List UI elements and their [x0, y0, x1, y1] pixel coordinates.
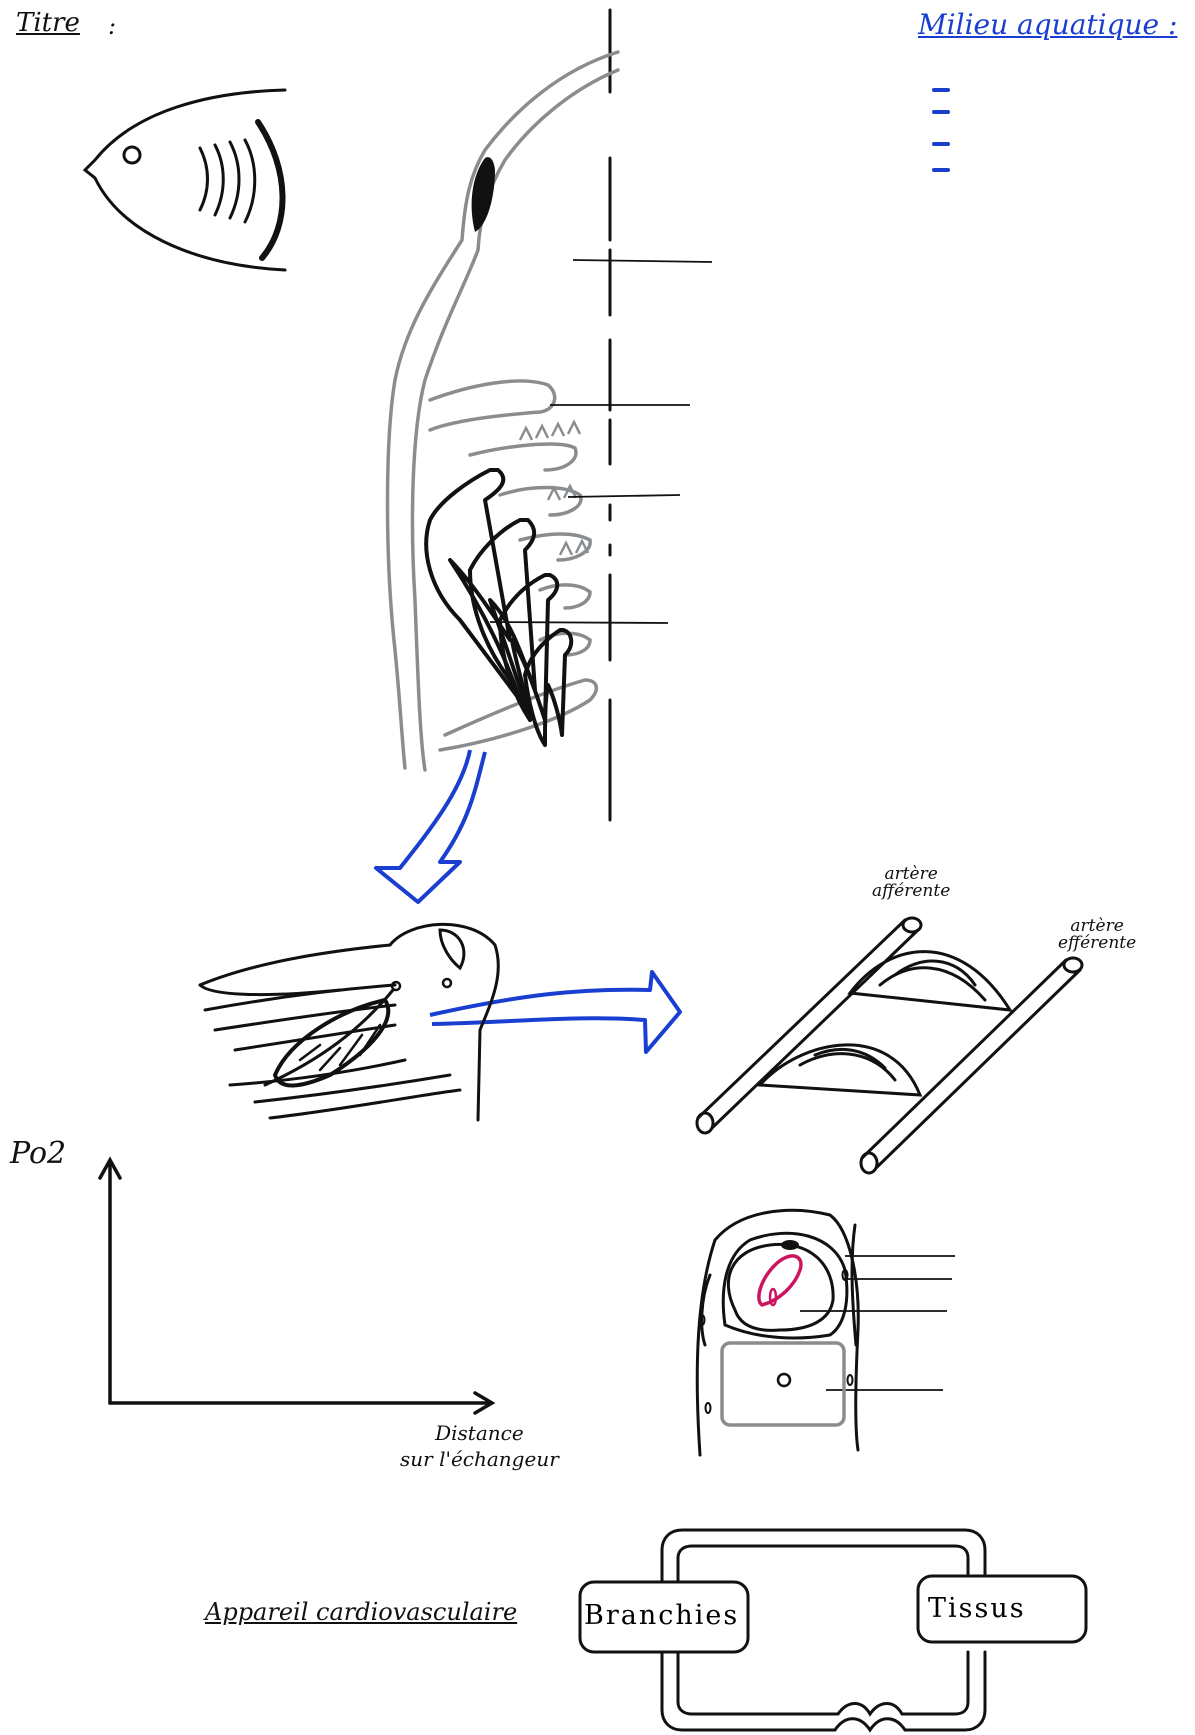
- circulation-title: Appareil cardiovasculaire: [205, 1598, 517, 1626]
- y-axis-label: Po2: [10, 1136, 66, 1171]
- afferent-artery-label: artère afférente: [872, 866, 950, 900]
- page-title-colon: :: [108, 12, 116, 40]
- head-section-drawing: [388, 10, 619, 820]
- milieu-dash: [932, 142, 950, 146]
- milieu-dash: [932, 168, 950, 172]
- node-branchies-label: Branchies: [584, 1600, 739, 1631]
- milieu-heading: Milieu aquatique :: [918, 8, 1177, 41]
- efferent-artery-label: artère efférente: [1058, 918, 1136, 952]
- fish-head-drawing: [85, 90, 285, 270]
- zoom-arrow-1: [376, 750, 485, 902]
- x-axis-label: Distance sur l'échangeur: [400, 1420, 559, 1472]
- x-axis-label-line2: sur l'échangeur: [400, 1446, 559, 1472]
- po2-graph-axes: [100, 1160, 492, 1413]
- cell-section-drawing: [697, 1210, 858, 1455]
- zoom-arrow-2: [430, 972, 680, 1052]
- page-title: Titre: [16, 8, 80, 38]
- x-axis-label-line1: Distance: [400, 1420, 559, 1446]
- milieu-dash: [932, 110, 950, 114]
- afferent-artery-label-line2: afférente: [872, 883, 950, 900]
- node-tissus-label: Tissus: [928, 1593, 1026, 1624]
- lamellae-drawing: [697, 918, 1082, 1173]
- milieu-dash: [932, 88, 950, 92]
- efferent-artery-label-line2: efférente: [1058, 935, 1136, 952]
